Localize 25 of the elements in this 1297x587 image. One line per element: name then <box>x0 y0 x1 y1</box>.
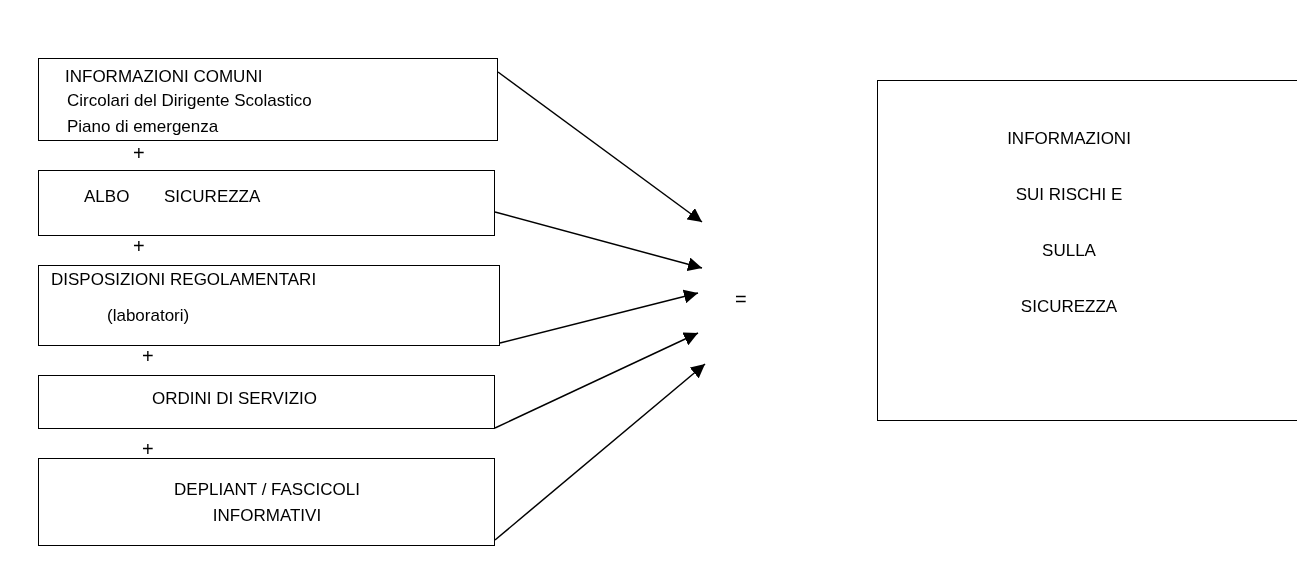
plus-sign: + <box>133 235 145 258</box>
text-box <box>38 170 495 236</box>
plus-sign: + <box>142 438 154 461</box>
text-box <box>38 58 498 141</box>
arrow <box>497 71 703 223</box>
box-text: Circolari del Dirigente Scolastico Piano di emergenza <box>67 90 313 138</box>
arrow <box>494 211 703 272</box>
text-box <box>38 375 495 429</box>
box-heading: DISPOSIZIONI REGOLAMENTARI <box>51 270 317 290</box>
plus-sign: + <box>142 345 154 368</box>
box-text: SICUREZZA <box>164 187 261 207</box>
box-heading: ALBO <box>84 187 130 207</box>
box-heading: INFORMAZIONI COMUNI <box>65 67 263 87</box>
box-text: (laboratori) <box>107 306 190 326</box>
plus-sign: + <box>133 142 145 165</box>
box-text: ORDINI DI SERVIZIO <box>152 389 317 409</box>
text-box <box>877 80 1297 421</box>
text-box <box>38 458 495 546</box>
arrow <box>494 332 699 429</box>
equals-sign: = <box>735 288 747 311</box>
arrow <box>494 363 706 541</box>
box-text: INFORMAZIONI SUI RISCHI E SULLA SICUREZZA <box>1006 128 1132 318</box>
text-box <box>38 265 500 346</box>
arrow <box>499 289 699 344</box>
box-text: DEPLIANT / FASCICOLI INFORMATIVI <box>173 479 361 527</box>
